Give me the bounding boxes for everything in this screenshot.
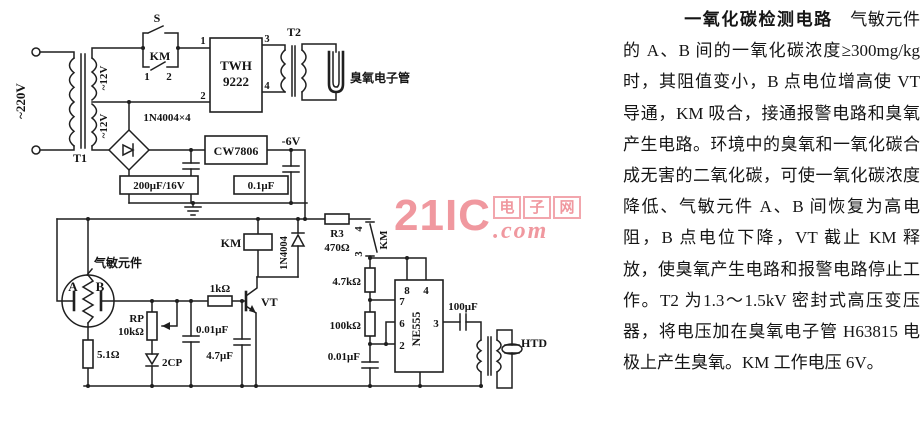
flyback-diode: 1N4004 [279, 232, 306, 270]
twh-pin2: 2 [200, 91, 205, 102]
km-term3-label: 3 [354, 251, 365, 256]
flyback-diode-label: 1N4004 [279, 235, 290, 270]
watermark-site-char: 子 [522, 196, 551, 219]
capacitor-base: 4.7μF [206, 338, 251, 362]
ne555-pin3: 3 [433, 318, 439, 330]
t1-transformer: T1 ~12V ~12V [68, 53, 110, 165]
electrode-b-label: B [96, 279, 105, 294]
resistor-base: 1kΩ [207, 283, 233, 307]
ne555-label: NE555 [409, 312, 423, 347]
ne555-pin4: 4 [423, 285, 429, 297]
km-term2-label: 2 [166, 71, 172, 83]
filter-capacitor: 200μF/16V [119, 162, 200, 195]
switch-s-label: S [154, 11, 161, 25]
r5-label: 100kΩ [330, 320, 362, 332]
article-paragraph: 一氧化碳检测电路 气敏元件的 A、B 间的一氧化碳浓度≥300mg/kg 时，其… [623, 4, 920, 378]
watermark-site-char: 网 [552, 196, 581, 219]
gas-sensor-label: 气敏元件 [93, 255, 142, 270]
watermark-brand: 21IC [394, 191, 491, 240]
km-coil-label: KM [221, 236, 242, 250]
output-transformer [476, 336, 502, 376]
junction-dots [86, 100, 483, 388]
t2-label: T2 [287, 25, 301, 39]
r4-label: 4.7kΩ [332, 276, 361, 288]
ne555-pin2: 2 [399, 340, 405, 352]
capacitor-base-label: 4.7μF [206, 350, 233, 362]
capacitor-input-label: 0.01μF [196, 324, 228, 336]
resistor-r5: 100kΩ [330, 311, 376, 337]
t1-label: T1 [73, 151, 87, 165]
capacitor-timing: 0.01μF [328, 351, 379, 369]
capacitor-timing-label: 0.01μF [328, 351, 360, 363]
twh-pin4: 4 [264, 81, 270, 92]
watermark: 21IC 电 子 网 .com [394, 191, 581, 244]
ne555-ic: 8 4 7 6 2 3 NE555 [394, 279, 444, 373]
circuit-schematic: ~220V T1 ~12V ~12V S KM 1 2 TWH 9222 1 2… [13, 11, 547, 389]
twh-label: TWH [220, 58, 252, 73]
twh9222-ic: TWH 9222 1 2 3 4 [200, 34, 270, 113]
watermark-site-char: 电 [492, 196, 521, 219]
watermark-domain: .com [492, 218, 549, 244]
power-switch-block: S KM 1 2 [141, 11, 180, 83]
bridge-rectifier: 1N4004×4 [107, 112, 191, 172]
secondary-winding2-label: ~12V [98, 114, 110, 139]
wires [39, 43, 513, 389]
watermark-site: 电 子 网 [492, 196, 581, 219]
twh-model-label: 9222 [223, 74, 249, 89]
cw7806-label: CW7806 [214, 144, 259, 158]
km-term1-label: 1 [144, 71, 150, 83]
resistor-r4: 4.7kΩ [332, 267, 376, 293]
output-cap-label: 0.1μF [248, 180, 275, 192]
vt-transistor: VT [244, 276, 278, 387]
resistor-base-label: 1kΩ [210, 283, 231, 295]
km-contact-a-label: KM [150, 49, 171, 63]
resistor-heater-label: 5.1Ω [97, 349, 120, 361]
resistor-r3: R3 470Ω [324, 213, 350, 254]
ne555-pin7: 7 [399, 296, 405, 308]
capacitor-coupling-label: 100μF [448, 301, 478, 313]
htd-label: HTD [521, 336, 547, 350]
rp-label: RP [129, 313, 144, 325]
ozone-tube: 臭氧电子管 [327, 50, 410, 94]
ne555-pin6: 6 [399, 318, 405, 330]
article-panel: 一氧化碳检测电路 气敏元件的 A、B 间的一氧化碳浓度≥300mg/kg 时，其… [623, 4, 920, 438]
output-capacitor: 0.1μF [233, 165, 300, 195]
filter-cap-label: 200μF/16V [133, 180, 185, 192]
htd-piezo: HTD [501, 336, 547, 355]
ozone-tube-label: 臭氧电子管 [350, 70, 410, 85]
electrode-a-label: A [68, 279, 78, 294]
resistor-heater: 5.1Ω [82, 339, 120, 369]
km-alarm-contact: 4 3 KM [354, 221, 390, 257]
article-title: 一氧化碳检测电路 [684, 10, 833, 29]
gas-sensor: A B 气敏元件 [61, 255, 142, 328]
watermark-right: 电 子 网 .com [492, 196, 581, 244]
diode-2cp: 2CP [144, 353, 182, 369]
secondary-winding1-label: ~12V [98, 66, 110, 91]
vt-label: VT [261, 295, 278, 309]
diode-2cp-label: 2CP [162, 357, 182, 369]
r3-value-label: 470Ω [324, 242, 350, 254]
rp-value-label: 10kΩ [118, 326, 144, 338]
km-contact-b-label: KM [378, 230, 390, 250]
capacitor-coupling: 100μF [448, 301, 478, 331]
article-body: 气敏元件的 A、B 间的一氧化碳浓度≥300mg/kg 时，其阻值变小，B 点电… [623, 10, 921, 373]
twh-pin3: 3 [264, 34, 269, 45]
cw7806-regulator: CW7806 [204, 135, 268, 165]
t2-transformer: T2 [280, 25, 307, 97]
km-relay-coil: KM [221, 233, 273, 251]
ac-input-terminals: ~220V [13, 47, 41, 155]
rail-voltage-label: -6V [282, 134, 301, 148]
ne555-pin8: 8 [404, 285, 410, 297]
km-term4-label: 4 [354, 226, 365, 232]
twh-pin1: 1 [200, 36, 205, 47]
bridge-label: 1N4004×4 [143, 112, 191, 124]
ac-voltage-label: ~220V [13, 83, 28, 119]
rp-potentiometer: RP 10kΩ [118, 311, 170, 341]
capacitor-input: 0.01μF [182, 324, 228, 343]
r3-label: R3 [330, 228, 344, 240]
